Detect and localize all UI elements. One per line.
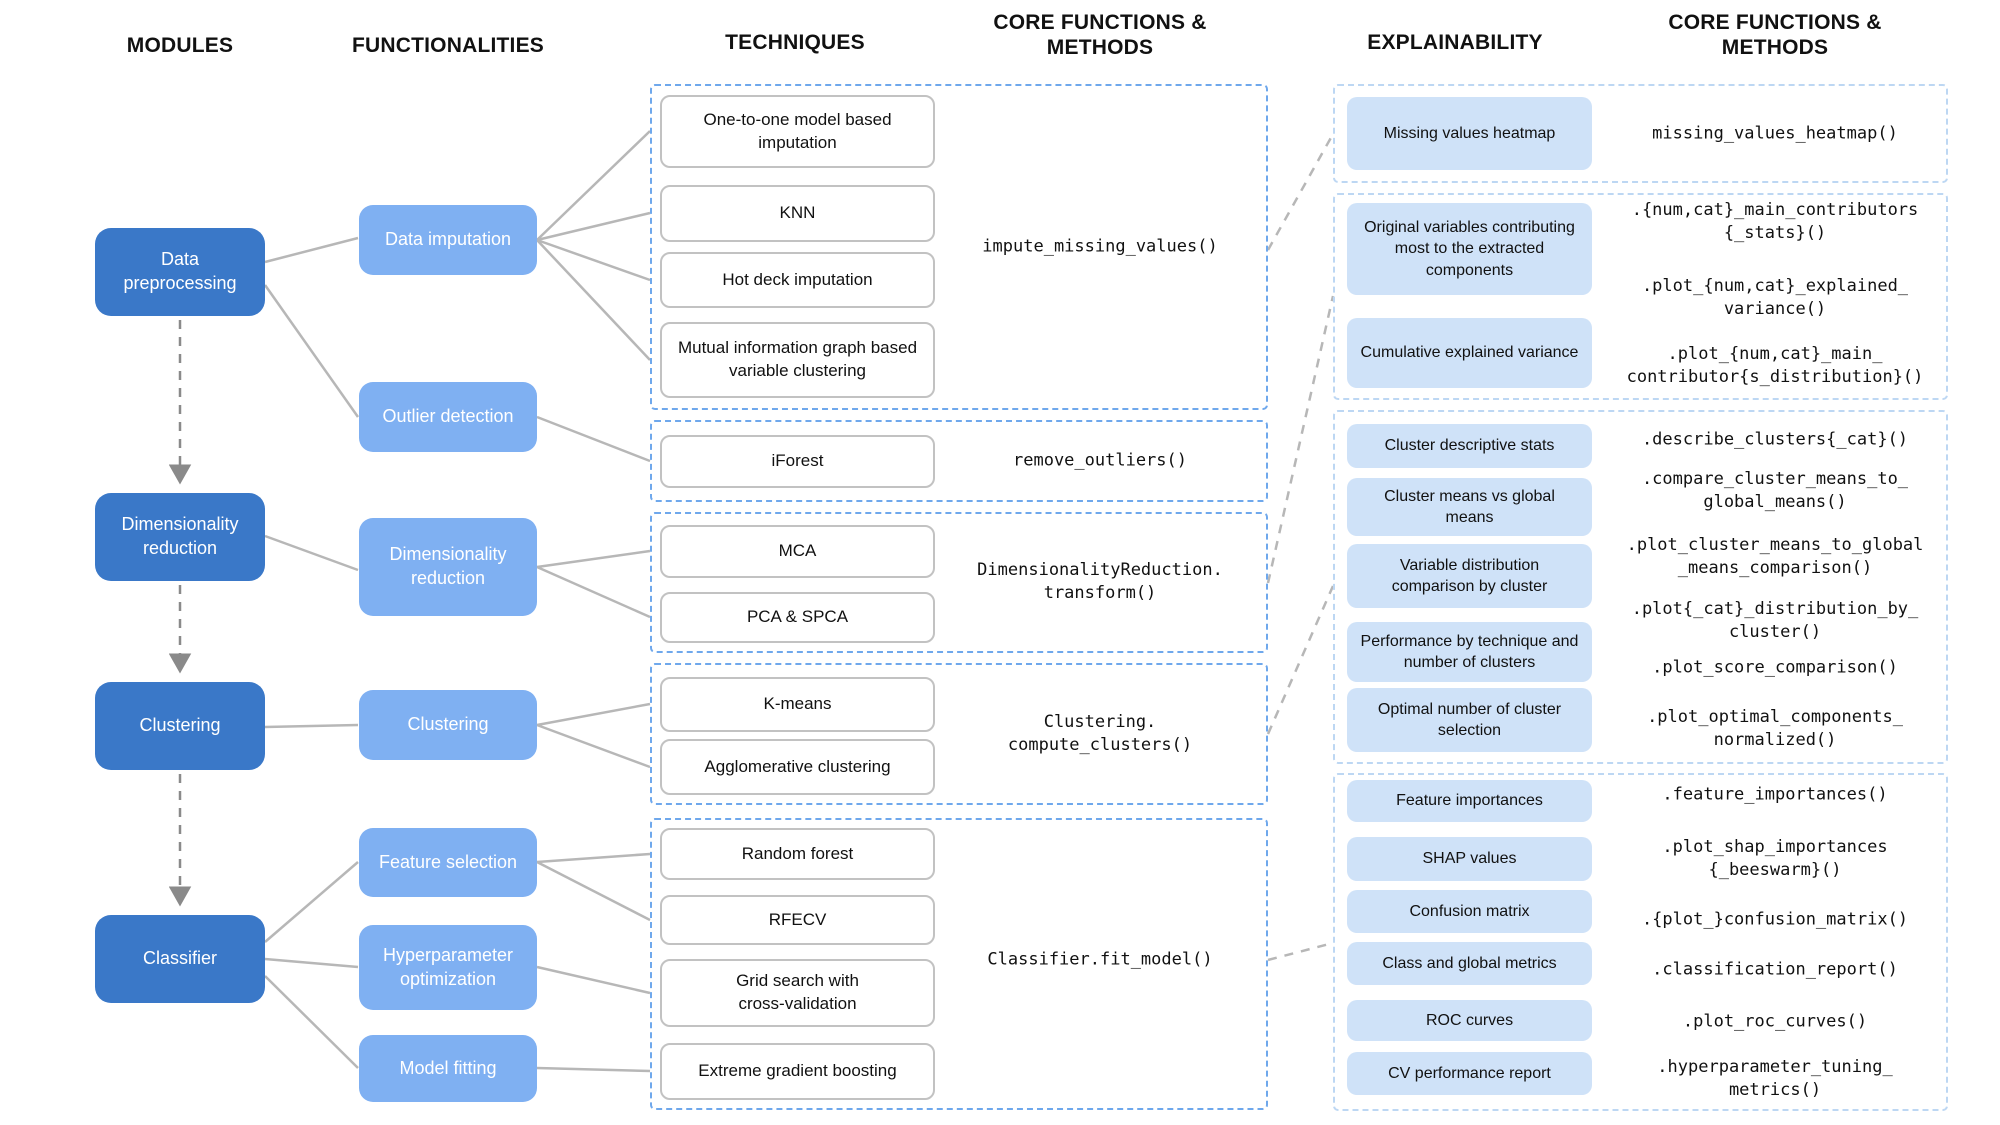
technique-k-means: K-means xyxy=(660,677,935,732)
explainability-shap-values: SHAP values xyxy=(1347,837,1592,881)
explain-function-hyperparameter-tuning-metrics: .hyperparameter_tuning_ metrics() xyxy=(1657,1057,1893,1100)
explainability-class-and-global-metrics: Class and global metrics xyxy=(1347,942,1592,985)
technique-rfecv: RFECV xyxy=(660,895,935,945)
explain-function-plot-roc-curves: .plot_roc_curves() xyxy=(1682,1011,1868,1032)
explain-function-missing-values-heatmap: missing_values_heatmap() xyxy=(1652,123,1898,144)
functionality-clustering: Clustering xyxy=(359,690,537,760)
explain-function-plot-shap-importances: .plot_shap_importances {_beeswarm}() xyxy=(1662,837,1888,880)
explainability-cv-performance-report: CV performance report xyxy=(1347,1052,1592,1095)
column-header-functionalities: FUNCTIONALITIES xyxy=(352,34,544,57)
functionality-hyperparameter-optimization: Hyperparameter optimization xyxy=(359,925,537,1010)
technique-mca: MCA xyxy=(660,525,935,578)
functionality-to-technique-lines xyxy=(536,130,651,1073)
column-header-explainability: EXPLAINABILITY xyxy=(1367,31,1543,54)
explain-function-classification-report: .classification_report() xyxy=(1652,959,1898,980)
module-data-preprocessing: Data preprocessing xyxy=(95,228,265,316)
techniques-group-classifier xyxy=(650,818,1268,1110)
technique-random-forest: Random forest xyxy=(660,828,935,880)
column-header-modules: MODULES xyxy=(126,34,234,57)
technique-one-to-one-model-based-imputation: One-to-one model based imputation xyxy=(660,95,935,168)
explain-function-plot-distribution-by-cluster: .plot{_cat}_distribution_by_ cluster() xyxy=(1631,599,1919,642)
functionality-dimensionality-reduction: Dimensionality reduction xyxy=(359,518,537,616)
explain-function-plot-score-comparison: .plot_score_comparison() xyxy=(1652,657,1898,678)
explainability-cumulative-explained-variance: Cumulative explained variance xyxy=(1347,318,1592,388)
explainability-missing-values-heatmap: Missing values heatmap xyxy=(1347,97,1592,170)
technique-iforest: iForest xyxy=(660,435,935,488)
technique-agglomerative-clustering: Agglomerative clustering xyxy=(660,739,935,795)
module-dimensionality-reduction: Dimensionality reduction xyxy=(95,493,265,581)
core-function-classifier-fit-model: Classifier.fit_model() xyxy=(987,949,1213,970)
explain-function-feature-importances: .feature_importances() xyxy=(1662,784,1888,805)
techniques-group-imputation xyxy=(650,84,1268,410)
explain-function-plot-cluster-means-comparison: .plot_cluster_means_to_global _means_com… xyxy=(1626,535,1924,578)
core-function-clustering-compute-clusters: Clustering. compute_clusters() xyxy=(1007,712,1193,755)
technique-knn: KNN xyxy=(660,185,935,242)
technique-grid-search-cv: Grid search with cross-validation xyxy=(660,959,935,1027)
explainability-group-dimensionality-reduction xyxy=(1333,193,1948,400)
explain-function-confusion-matrix: .{plot_}confusion_matrix() xyxy=(1641,909,1909,930)
function-to-explainability-lines xyxy=(1266,133,1335,962)
explain-function-plot-optimal-components: .plot_optimal_components_ normalized() xyxy=(1647,707,1903,750)
functionality-feature-selection: Feature selection xyxy=(359,828,537,897)
module-to-functionality-lines xyxy=(263,236,360,1069)
core-function-remove-outliers: remove_outliers() xyxy=(1013,450,1187,471)
core-function-impute-missing-values: impute_missing_values() xyxy=(982,236,1218,257)
techniques-group-outlier-detection xyxy=(650,420,1268,502)
explain-function-describe-clusters: .describe_clusters{_cat}() xyxy=(1641,429,1909,450)
technique-pca-spca: PCA & SPCA xyxy=(660,592,935,643)
explain-function-plot-explained-variance: .plot_{num,cat}_explained_ variance() xyxy=(1641,276,1909,319)
explain-function-plot-main-contributor-distribution: .plot_{num,cat}_main_ contributor{s_dist… xyxy=(1626,344,1924,387)
explainability-confusion-matrix: Confusion matrix xyxy=(1347,890,1592,933)
explainability-cluster-descriptive-stats: Cluster descriptive stats xyxy=(1347,424,1592,468)
explain-function-main-contributors-stats: .{num,cat}_main_contributors {_stats}() xyxy=(1631,200,1919,243)
explain-function-compare-cluster-means: .compare_cluster_means_to_ global_means(… xyxy=(1641,469,1909,512)
explainability-optimal-number-of-clusters: Optimal number of cluster selection xyxy=(1347,688,1592,752)
explainability-feature-importances: Feature importances xyxy=(1347,780,1592,822)
explainability-cluster-means-vs-global-means: Cluster means vs global means xyxy=(1347,478,1592,536)
explainability-original-variables-contributors: Original variables contributing most to … xyxy=(1347,203,1592,295)
column-header-core-functions-right: CORE FUNCTIONS & METHODS xyxy=(1668,11,1882,59)
explainability-performance-by-technique: Performance by technique and number of c… xyxy=(1347,622,1592,682)
core-function-dimensionality-reduction-transform: DimensionalityReduction. transform() xyxy=(977,560,1223,603)
explainability-group-clustering xyxy=(1333,410,1948,764)
functionality-outlier-detection: Outlier detection xyxy=(359,382,537,452)
explainability-roc-curves: ROC curves xyxy=(1347,1000,1592,1041)
explainability-group-classifier xyxy=(1333,773,1948,1111)
technique-mutual-information-graph-clustering: Mutual information graph based variable … xyxy=(660,322,935,398)
techniques-group-clustering xyxy=(650,663,1268,805)
module-clustering: Clustering xyxy=(95,682,265,770)
explainability-variable-distribution-by-cluster: Variable distribution comparison by clus… xyxy=(1347,544,1592,608)
functionality-data-imputation: Data imputation xyxy=(359,205,537,275)
column-header-techniques: TECHNIQUES xyxy=(725,31,865,54)
technique-hot-deck-imputation: Hot deck imputation xyxy=(660,252,935,308)
module-classifier: Classifier xyxy=(95,915,265,1003)
column-header-core-functions-left: CORE FUNCTIONS & METHODS xyxy=(993,11,1207,59)
techniques-group-dimensionality-reduction xyxy=(650,512,1268,653)
explainability-group-imputation xyxy=(1333,84,1948,183)
technique-extreme-gradient-boosting: Extreme gradient boosting xyxy=(660,1043,935,1100)
functionality-model-fitting: Model fitting xyxy=(359,1035,537,1102)
